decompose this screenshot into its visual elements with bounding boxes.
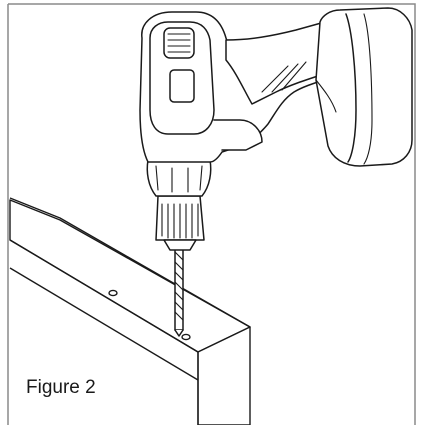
wooden-board-icon: [9, 197, 251, 425]
cordless-drill-icon: [139, 7, 413, 337]
drill-hole-marker: [181, 333, 191, 341]
drill-chuck-icon: [155, 195, 205, 251]
battery-pack-icon: [315, 7, 413, 167]
drill-hole-marker: [108, 289, 118, 297]
figure-caption: Figure 2: [26, 377, 96, 398]
figure-frame: [7, 3, 416, 425]
drill-bit-icon: [174, 244, 184, 337]
